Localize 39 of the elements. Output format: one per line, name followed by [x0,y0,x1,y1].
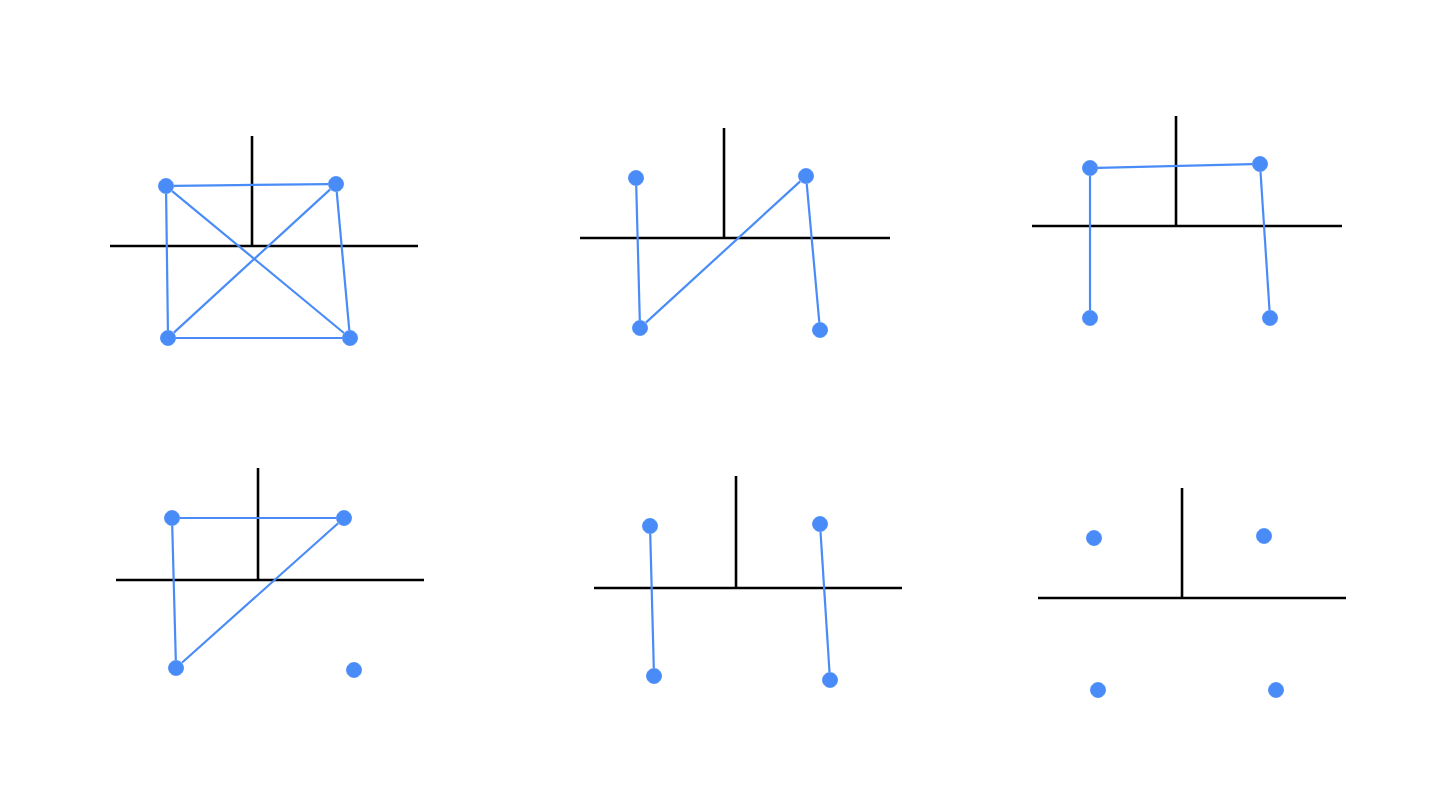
dot [1256,528,1272,544]
dot [1262,310,1278,326]
dot [346,662,362,678]
dot [798,168,814,184]
dot [812,322,828,338]
dot [642,518,658,534]
dot [1268,682,1284,698]
dot [822,672,838,688]
connector-line [179,516,337,520]
dot [812,516,828,532]
dot [1086,530,1102,546]
connector-line [181,522,339,664]
connector-line [173,183,329,187]
dot [1252,156,1268,172]
dot [632,320,648,336]
dot [628,170,644,186]
connector-line [645,180,801,324]
connector-line [635,185,641,321]
connector-line [819,531,831,673]
dot [328,176,344,192]
dot [336,510,352,526]
dot [646,668,662,684]
connector-line [1259,171,1271,311]
dot [1090,682,1106,698]
dot [158,178,174,194]
connector-line [175,336,343,340]
connector-line [171,525,177,661]
dot [342,330,358,346]
connector-line [649,533,655,669]
dot [1082,310,1098,326]
dot [168,660,184,676]
connector-line [1097,163,1253,169]
dot [164,510,180,526]
dot [1082,160,1098,176]
connector-line [1088,175,1092,311]
connector-line [805,183,821,323]
connector-line [165,193,169,331]
dot [160,330,176,346]
connector-line [335,191,351,331]
